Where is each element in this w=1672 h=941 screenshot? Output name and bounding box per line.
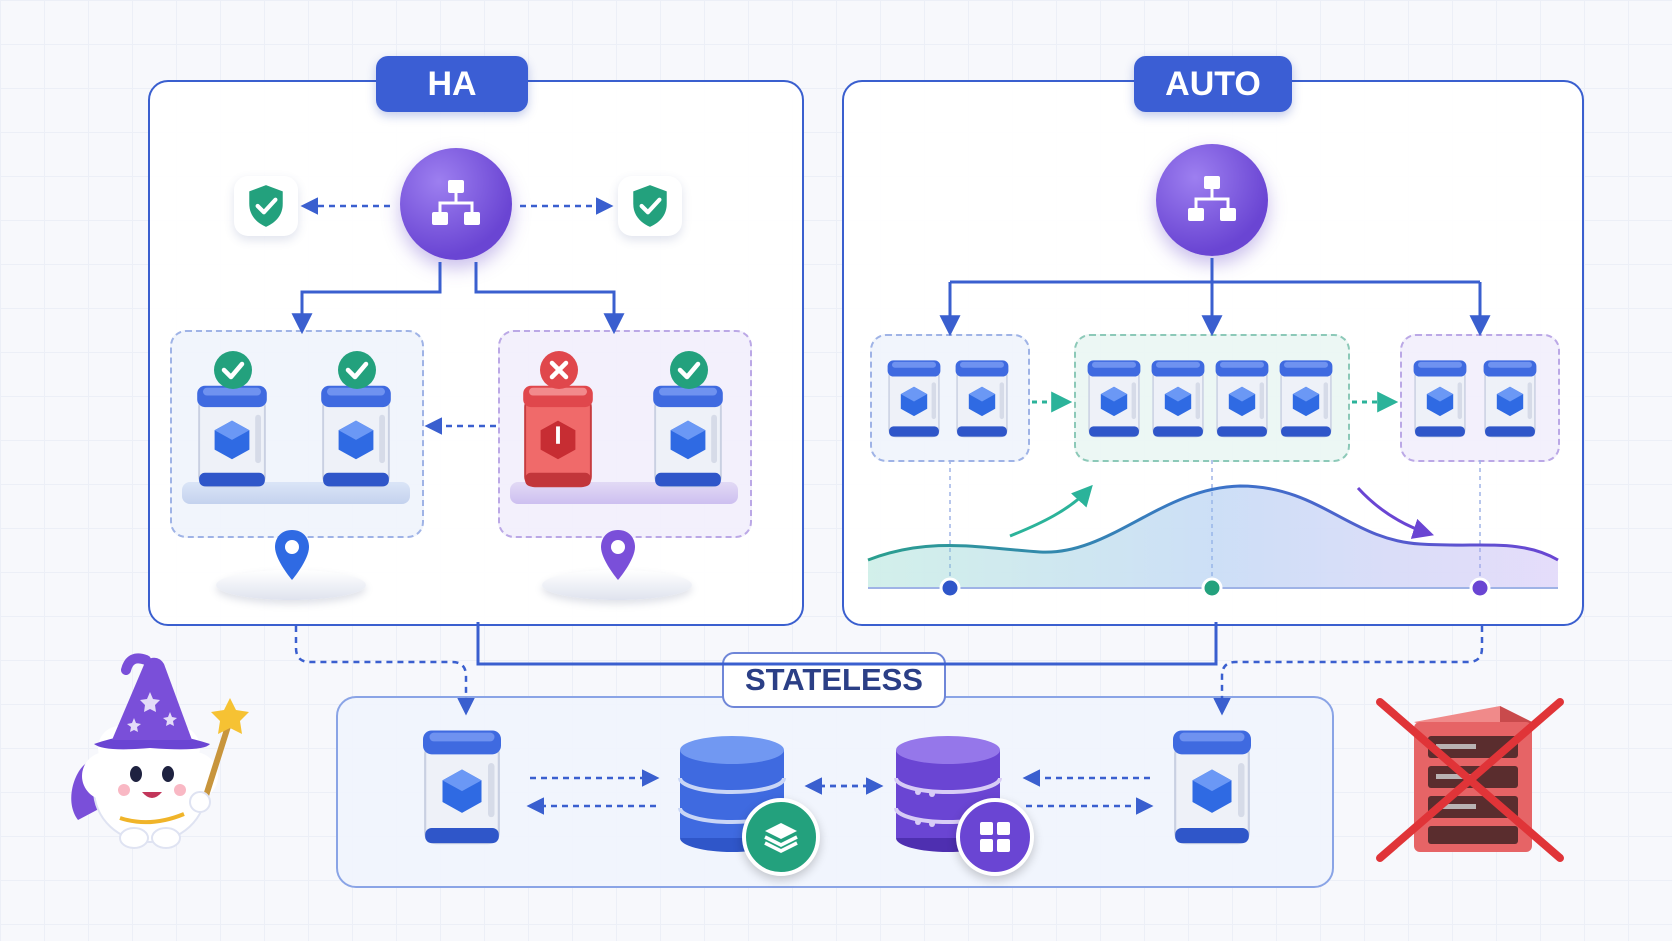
grid-badge (956, 798, 1034, 876)
stateless-label: STATELESS (722, 652, 946, 708)
platform-purple (510, 482, 738, 504)
shield-box-left (234, 176, 298, 236)
auto-label: AUTO (1134, 56, 1292, 112)
wizard-cloud-mascot (71, 653, 249, 849)
timeline-point (1201, 577, 1223, 599)
crossed-out-server-rack-icon (1376, 698, 1564, 862)
layers-icon (764, 823, 798, 853)
shield-box-right (618, 176, 682, 236)
ha-label: HA (376, 56, 528, 112)
ha-load-balancer (400, 148, 512, 260)
layers-badge (742, 798, 820, 876)
auto-load-balancer (1156, 144, 1268, 256)
timeline-point (939, 577, 961, 599)
trend-up-arrow-icon (1009, 484, 1093, 538)
platform-blue (182, 482, 410, 504)
trend-down-arrow-icon (1356, 486, 1434, 539)
stateless-panel (336, 696, 1334, 888)
grid-icon (980, 822, 1010, 852)
timeline-point (1469, 577, 1491, 599)
